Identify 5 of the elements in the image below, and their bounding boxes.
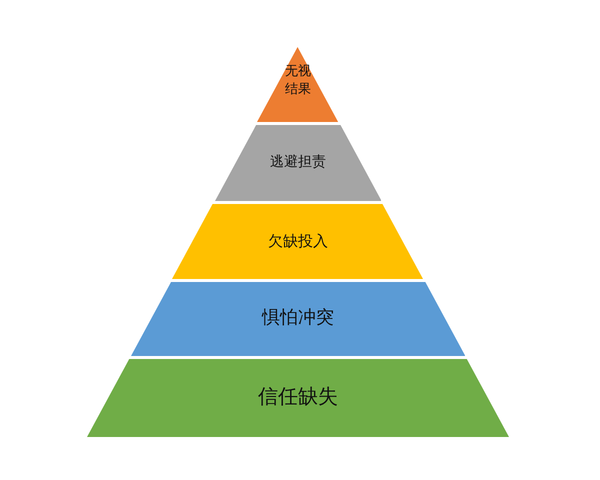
tier-label: 无视结果 xyxy=(284,63,312,100)
tier-label: 惧怕冲突 xyxy=(262,306,334,330)
tier-label: 欠缺投入 xyxy=(268,231,328,252)
tier-label: 信任缺失 xyxy=(258,383,338,410)
tier-label: 逃避担责 xyxy=(270,153,326,172)
